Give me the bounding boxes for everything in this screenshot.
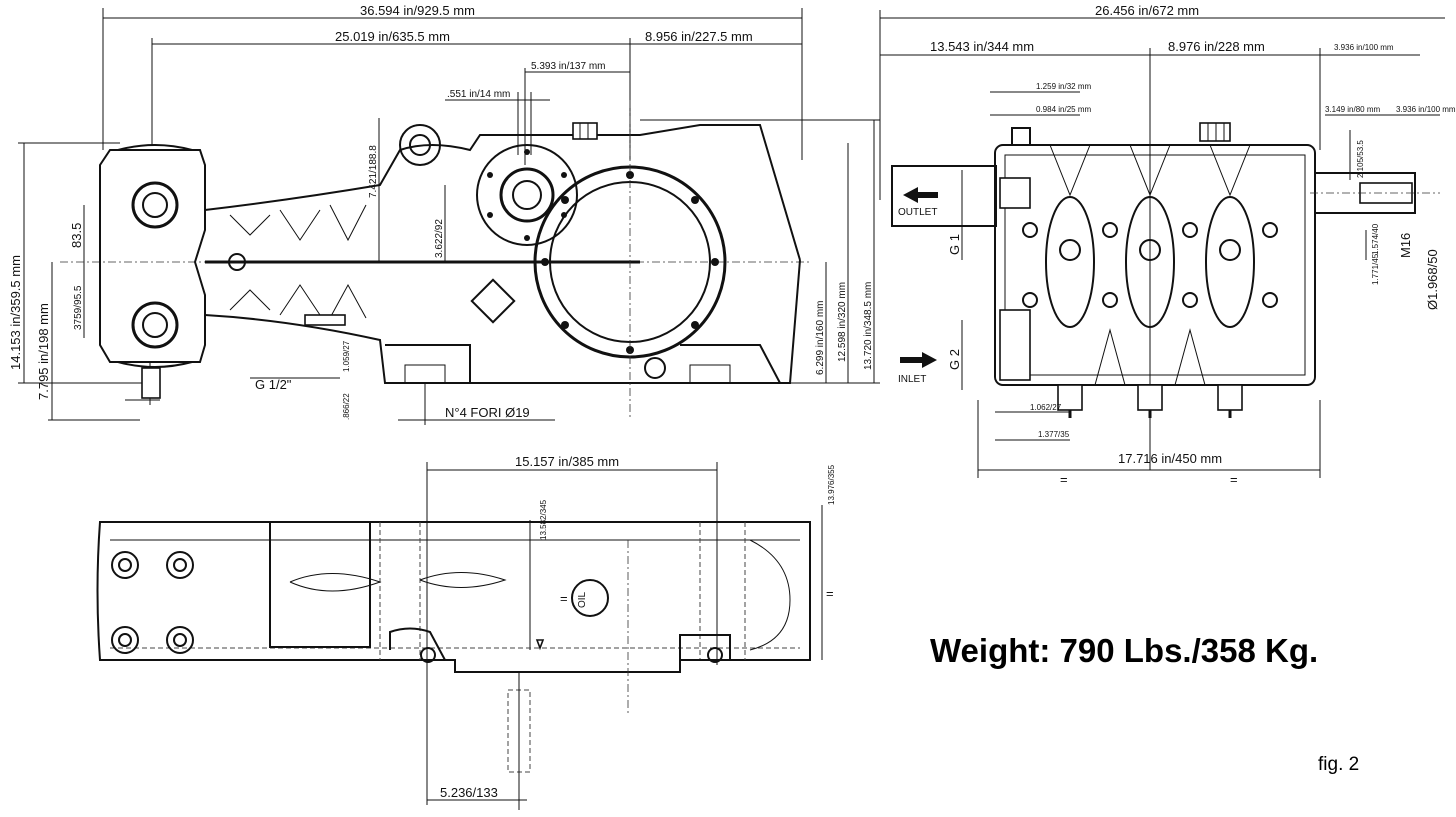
top-view: 15.157 in/385 mm 13.582/345 13.976/355 =… [96, 454, 836, 810]
dim-1059: 1.059/27 [342, 340, 351, 372]
dim-5236: 5.236/133 [440, 785, 498, 800]
dim-551: .551 in/14 mm [447, 89, 510, 100]
label-g1: G 1 [947, 234, 962, 255]
dim-6299: 6.299 in/160 mm [815, 301, 826, 376]
dim-14153: 14.153 in/359.5 mm [8, 255, 23, 370]
label-g12: G 1/2" [255, 377, 292, 392]
label-g2: G 2 [947, 349, 962, 370]
figure-label: fig. 2 [1318, 754, 1360, 775]
eq-left: = [1060, 472, 1068, 487]
dim-3149: 3.149 in/80 mm [1325, 105, 1380, 114]
dim-5393: 5.393 in/137 mm [531, 61, 606, 72]
dim-13976: 13.976/355 [827, 464, 836, 505]
label-holes: N°4 FORI Ø19 [445, 405, 530, 420]
eq-2: = [560, 591, 568, 606]
eq-right: = [1230, 472, 1238, 487]
dim-866: .866/22 [342, 393, 351, 420]
dim-15157: 15.157 in/385 mm [515, 454, 619, 469]
dim-1771: 1.771/45 [1371, 253, 1380, 285]
dim-2105: 2.105/53.5 [1356, 140, 1365, 178]
valve-plugs [1057, 384, 1243, 418]
dim-1574: 1.574/40 [1371, 223, 1380, 255]
dim-1968: Ø1.968/50 [1425, 249, 1440, 310]
weight-label: Weight: 790 Lbs./358 Kg. [930, 632, 1319, 669]
dim-end-overall: 26.456 in/672 mm [1095, 3, 1199, 18]
dim-overall-length: 36.594 in/929.5 mm [360, 3, 475, 18]
dim-13582: 13.582/345 [539, 499, 548, 540]
dim-1259: 1.259 in/32 mm [1036, 82, 1091, 91]
dim-13543: 13.543 in/344 mm [930, 39, 1034, 54]
dim-12598: 12.598 in/320 mm [837, 282, 848, 362]
dim-7421: 7.421/188.8 [368, 145, 379, 198]
side-view: 36.594 in/929.5 mm 25.019 in/635.5 mm 8.… [8, 3, 880, 425]
dim-3936-right: 3.936 in/100 mm [1396, 105, 1456, 114]
dim-3936-top: 3.936 in/100 mm [1334, 43, 1394, 52]
dim-length-2: 25.019 in/635.5 mm [335, 29, 450, 44]
dim-835: 83.5 [69, 223, 84, 248]
dim-3622: 3.622/92 [434, 219, 445, 258]
label-inlet: INLET [898, 374, 926, 385]
dim-7795: 7.795 in/198 mm [36, 303, 51, 400]
dim-1062: 1.062/27 [1030, 403, 1062, 412]
label-m16: M16 [1398, 233, 1413, 258]
label-oil: OIL [577, 591, 588, 608]
dim-3759: 3759/95.5 [73, 285, 84, 330]
dim-0984: 0.984 in/25 mm [1036, 105, 1091, 114]
end-view: 26.456 in/672 mm 13.543 in/344 mm 8.976 … [879, 3, 1456, 487]
label-outlet: OUTLET [898, 207, 937, 218]
dim-1377: 1.377/35 [1038, 430, 1070, 439]
dim-right-offset: 8.956 in/227.5 mm [645, 29, 753, 44]
eq-1: = [826, 586, 834, 601]
dim-8976: 8.976 in/228 mm [1168, 39, 1265, 54]
dim-17716: 17.716 in/450 mm [1118, 451, 1222, 466]
dim-13720: 13.720 in/348.5 mm [863, 282, 874, 370]
